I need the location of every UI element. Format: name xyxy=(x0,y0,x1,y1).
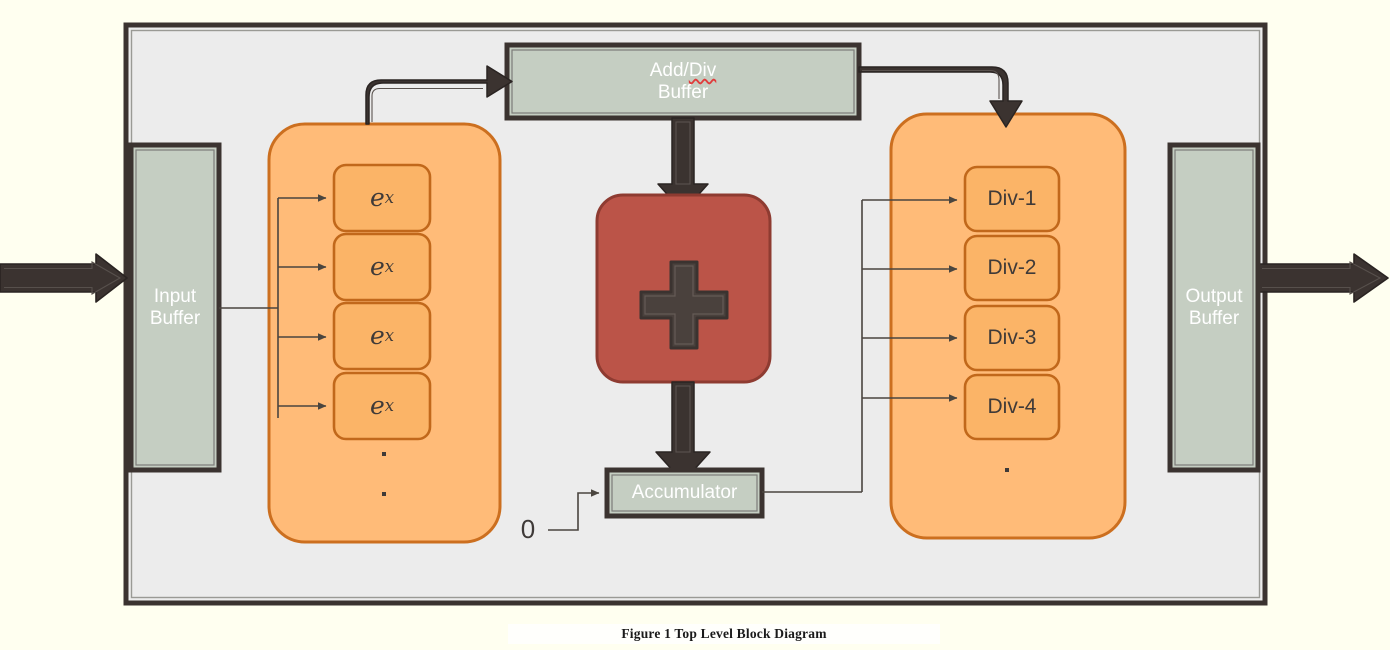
exponential-unit-array[interactable] xyxy=(267,122,502,544)
add-div-buffer[interactable] xyxy=(504,42,862,121)
exp-to-buffer-arrow xyxy=(365,65,513,125)
exp-unit-2 xyxy=(332,232,432,302)
adder-to-accumulator-arrow xyxy=(655,381,711,483)
buffer-to-div-arrow xyxy=(858,66,1023,128)
accumulator-to-div-fanout xyxy=(762,196,958,493)
div-unit-3 xyxy=(963,304,1061,372)
plus-icon xyxy=(639,260,729,350)
external-input-arrow xyxy=(0,253,128,303)
div-unit-1 xyxy=(963,165,1061,233)
input-buffer[interactable] xyxy=(128,142,222,473)
accumulator-init-line xyxy=(548,489,600,531)
exp-unit-1 xyxy=(332,163,432,233)
accumulator[interactable] xyxy=(604,467,765,519)
output-buffer[interactable] xyxy=(1167,142,1261,473)
exp-unit-3 xyxy=(332,301,432,371)
adder[interactable] xyxy=(595,193,772,384)
external-output-arrow xyxy=(1257,253,1389,303)
exp-unit-4 xyxy=(332,371,432,441)
divider-unit-array[interactable] xyxy=(889,112,1127,540)
div-unit-4 xyxy=(963,373,1061,441)
input-to-exp-fanout xyxy=(219,194,327,418)
figure-caption: Figure 1 Top Level Block Diagram xyxy=(508,624,940,644)
div-unit-2 xyxy=(963,234,1061,302)
